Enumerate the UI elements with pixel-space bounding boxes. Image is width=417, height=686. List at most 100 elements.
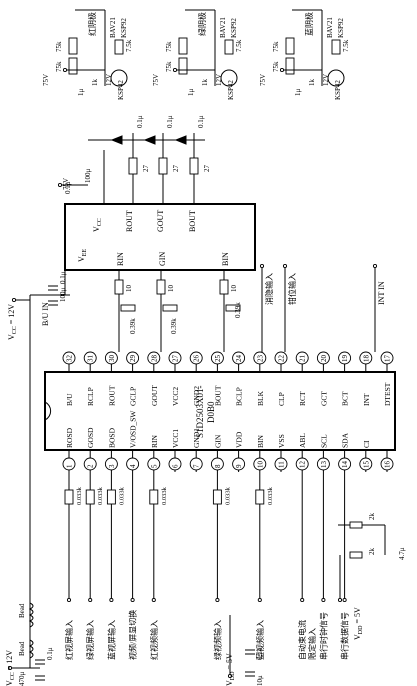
pin-circle-26 bbox=[189, 351, 203, 365]
label-blank-input: 消隐输入 bbox=[264, 273, 274, 305]
stage-red-ksp42: KSP42 bbox=[117, 80, 125, 100]
stage-green-ksp42: KSP42 bbox=[227, 80, 235, 100]
label-c470u-bl: 470μ bbox=[18, 672, 26, 686]
pin-name-12: ABL bbox=[298, 433, 307, 448]
stage-red-1k: 1k bbox=[91, 79, 99, 87]
right-vdd-supply: 2k 2k VDD = 5V 4.7μ bbox=[337, 513, 406, 640]
stage-green-75k-a: 75k bbox=[165, 41, 173, 52]
resistor-bottom-5 bbox=[255, 489, 265, 505]
pin-name-19: BCT bbox=[341, 391, 350, 406]
pin-name-8: GIN bbox=[213, 434, 222, 448]
pin-number-18: 18 bbox=[362, 355, 370, 363]
pin-name-4: V/OSD_SW bbox=[129, 410, 138, 448]
pin-number-29: 29 bbox=[129, 355, 137, 363]
label-int-input: INT IN bbox=[377, 281, 386, 305]
supply-75v-left: 75V bbox=[62, 178, 70, 190]
label-serial-clock: 串行时钟信号 bbox=[318, 612, 328, 660]
pin-name-2: GOSD bbox=[86, 427, 95, 448]
stage-blue-7_5k: 7.5k bbox=[342, 39, 350, 52]
driver-ic: VCC VEE ROUT GOUT BOUT RIN GIN BIN bbox=[64, 203, 256, 271]
resistor-10-b bbox=[219, 279, 229, 295]
resistor-2k-b bbox=[349, 551, 363, 559]
supply-vdd5-right: VDD = 5V bbox=[353, 607, 364, 640]
stage-blue-75v: 75V bbox=[259, 74, 267, 86]
pin-circle-24 bbox=[232, 351, 246, 365]
pin-circle-16 bbox=[380, 457, 394, 471]
pin-number-16: 16 bbox=[384, 461, 392, 469]
pin-circle-4 bbox=[126, 457, 140, 471]
pin-name-30: ROUT bbox=[107, 385, 116, 406]
stage-red-bav21: BAV21 bbox=[109, 17, 117, 38]
label-0033k-2: 0.033k bbox=[118, 486, 125, 505]
stage-green-1u: 1μ bbox=[187, 89, 195, 97]
resistor-039k-r bbox=[120, 304, 136, 312]
resistor-2k-a bbox=[349, 521, 363, 529]
resistor-bottom-4 bbox=[212, 489, 222, 505]
driver-gout-label: GOUT bbox=[156, 210, 165, 232]
label-c01u-vee: 0.1μ bbox=[59, 271, 67, 284]
label-0033k-4: 0.033k bbox=[224, 486, 231, 505]
pin-circle-22 bbox=[274, 351, 288, 365]
stage-red-res75k bbox=[68, 37, 78, 55]
stage-red-75v: 75V bbox=[42, 74, 50, 86]
bottom-left-supply: VCC = 12V Bead Bead 0.1μ 470μ bbox=[5, 602, 54, 686]
stage-green-res75k bbox=[178, 37, 188, 55]
stage-red-75k-a: 75k bbox=[55, 41, 63, 52]
resistor-039k-b bbox=[225, 304, 241, 312]
stage-red-1u: 1μ bbox=[77, 89, 85, 97]
pin-name-17: DTEST bbox=[383, 382, 392, 406]
pin-circle-19 bbox=[338, 351, 352, 365]
resistor-bottom-3 bbox=[149, 489, 159, 505]
stage-red-res75k-b bbox=[68, 57, 78, 75]
pin-circle-18 bbox=[359, 351, 373, 365]
pin-number-11: 11 bbox=[278, 461, 286, 468]
resistor-bottom-0 bbox=[64, 489, 74, 505]
driver-gin-label: GIN bbox=[158, 252, 167, 266]
supply-vcc12-top: VCC = 12V bbox=[7, 304, 18, 340]
pin-number-31: 31 bbox=[87, 355, 95, 363]
stage-blue-1k: 1k bbox=[308, 79, 316, 87]
pin-circle-31 bbox=[83, 351, 97, 365]
stage-blue-transistor bbox=[327, 69, 345, 87]
ic-notch bbox=[44, 401, 52, 421]
pin-name-5: RIN bbox=[150, 435, 159, 449]
driver-body bbox=[64, 203, 256, 271]
pin-name-28: GOUT bbox=[150, 385, 159, 406]
pin-name-15: CI bbox=[362, 440, 371, 448]
pin-circle-28 bbox=[147, 351, 161, 365]
pin-number-21: 21 bbox=[299, 355, 307, 363]
pin-number-17: 17 bbox=[384, 355, 392, 363]
pin-circle-23 bbox=[253, 351, 267, 365]
pin-name-29: GCLP bbox=[129, 387, 138, 406]
label-bead-bottom: Bead bbox=[18, 641, 26, 656]
label-bu-input: B/U IN bbox=[41, 302, 50, 326]
ic-body bbox=[44, 371, 396, 451]
stage-red-res7_5k bbox=[114, 39, 124, 55]
resistor-039k-g bbox=[162, 304, 178, 312]
pin-number-3: 3 bbox=[108, 464, 116, 468]
label-green-osd-input: 绿视屏输入 bbox=[85, 620, 95, 660]
pin-number-4: 4 bbox=[129, 464, 137, 468]
pin-number-8: 8 bbox=[214, 464, 222, 468]
label-c01u-t1: 0.1μ bbox=[136, 115, 144, 128]
pin-number-27: 27 bbox=[172, 355, 180, 363]
label-0033k-5: 0.033k bbox=[267, 486, 274, 505]
label-r10-g: 10 bbox=[167, 285, 175, 293]
pin-number-24: 24 bbox=[235, 355, 243, 363]
supply-vdd5-bottom: VDD = 5V bbox=[225, 653, 236, 686]
stage-red-75k-b: 75k bbox=[55, 61, 63, 72]
pin-number-20: 20 bbox=[320, 355, 328, 363]
stage-red-ksp92: KSP92 bbox=[120, 18, 128, 38]
resistor-27-g bbox=[158, 157, 168, 175]
resistor-10-r bbox=[114, 279, 124, 295]
stage-blue-bav21: BAV21 bbox=[326, 17, 334, 38]
label-red-video-input: 红视频输入 bbox=[149, 620, 159, 660]
pin-number-32: 32 bbox=[66, 355, 74, 363]
pin-number-12: 12 bbox=[299, 461, 307, 469]
pin-number-6: 6 bbox=[172, 464, 180, 468]
stage-green-75v: 75V bbox=[152, 74, 160, 86]
pin-circle-3 bbox=[104, 457, 118, 471]
pin-circle-5 bbox=[147, 457, 161, 471]
stage-blue-res75k bbox=[285, 37, 295, 55]
